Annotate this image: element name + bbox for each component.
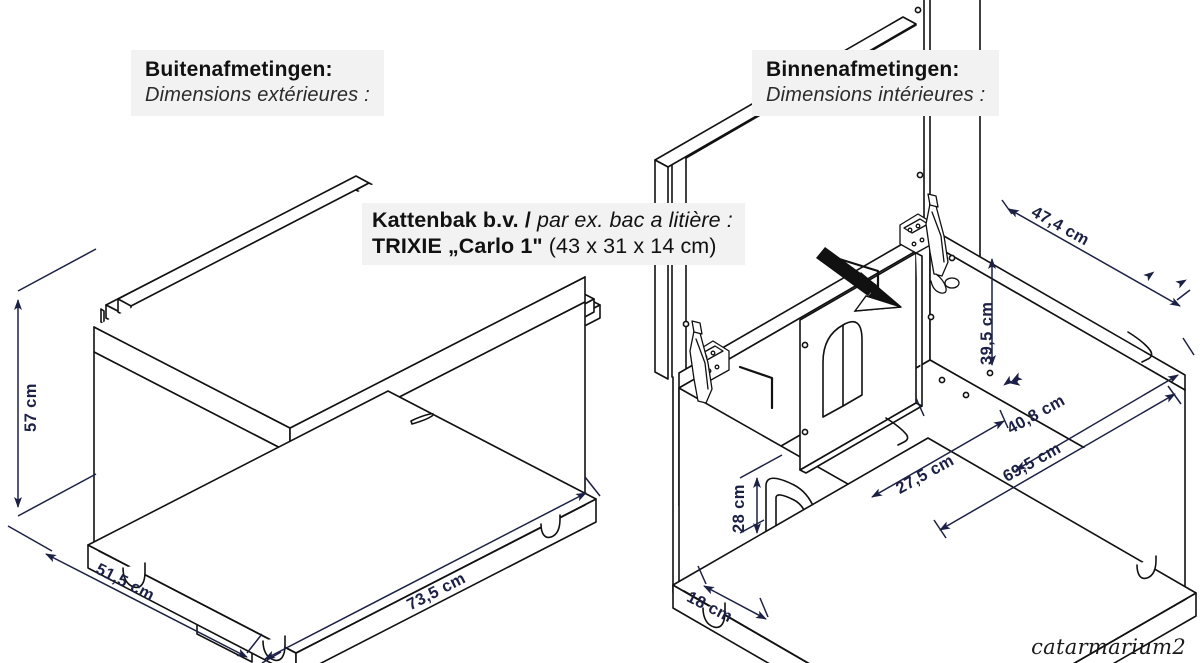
hinge-hardware-lower <box>689 320 774 410</box>
litterbox-pointer-arrow <box>816 247 902 312</box>
ext-line-depth-b <box>246 633 263 654</box>
outer-dimension-lines <box>7 248 601 663</box>
callout-inner-line2: Dimensions intérieures : <box>766 83 986 106</box>
callout-litterbox-line1: Kattenbak b.v. / par ex. bac a litière : <box>372 207 733 233</box>
ext-line-height-top <box>17 248 97 292</box>
open-cabinet-illustration <box>654 0 1197 663</box>
callout-inner-dimensions: Binnenafmetingen: Dimensions intérieures… <box>752 50 1000 116</box>
dim-arrow-40-8-main <box>1015 374 1179 471</box>
callout-litterbox-line2-regular: (43 x 31 x 14 cm) <box>548 234 717 259</box>
cabinet-foot <box>1136 555 1157 580</box>
hinge-hardware-upper <box>834 193 960 302</box>
dim-arrow-18 <box>703 585 767 620</box>
callout-inner-line1: Binnenafmetingen: <box>766 58 960 81</box>
ext-line-47-4-b <box>1176 289 1191 301</box>
ext-line-18-b <box>759 597 769 618</box>
callout-litterbox: Kattenbak b.v. / par ex. bac a litière :… <box>362 203 745 266</box>
ext-line-28-b <box>739 519 765 534</box>
ext-line-height-bottom <box>17 473 97 517</box>
ext-line-depth-a <box>7 525 53 552</box>
callout-litterbox-line1-bold: Kattenbak b.v. / <box>372 208 531 232</box>
ext-line-28-a <box>739 454 783 479</box>
callout-outer-line1: Buitenafmetingen: <box>145 58 333 81</box>
inner-dimension-lines <box>697 199 1195 620</box>
dim-label-57: 57 cm <box>22 383 40 432</box>
dim-label-39-5: 39,5 cm <box>978 301 996 365</box>
dim-arrow-51-5 <box>45 553 248 658</box>
callout-litterbox-line1-italic: par ex. bac a litière : <box>536 208 733 232</box>
dim-arrow-73-5 <box>264 492 587 660</box>
watermark: catarmarium2 <box>1031 635 1186 659</box>
dim-label-28: 28 cm <box>730 484 748 533</box>
ext-line-47-4-a <box>1001 199 1013 215</box>
ext-line-width-b <box>584 476 601 497</box>
callout-litterbox-line2-bold: TRIXIE „Carlo 1" <box>372 234 543 259</box>
dim-arrow-27-5 <box>871 420 1005 498</box>
callout-outer-line2: Dimensions extérieures : <box>145 83 370 106</box>
ext-line-40-8-b <box>1182 337 1195 356</box>
callout-outer-dimensions: Buitenafmetingen: Dimensions extérieures… <box>131 50 384 116</box>
ext-line-18-a <box>697 565 707 585</box>
callout-litterbox-line2: TRIXIE „Carlo 1" (43 x 31 x 14 cm) <box>372 233 733 259</box>
ext-line-27-5-b <box>999 409 1009 429</box>
ext-line-27-5-a <box>915 397 925 417</box>
